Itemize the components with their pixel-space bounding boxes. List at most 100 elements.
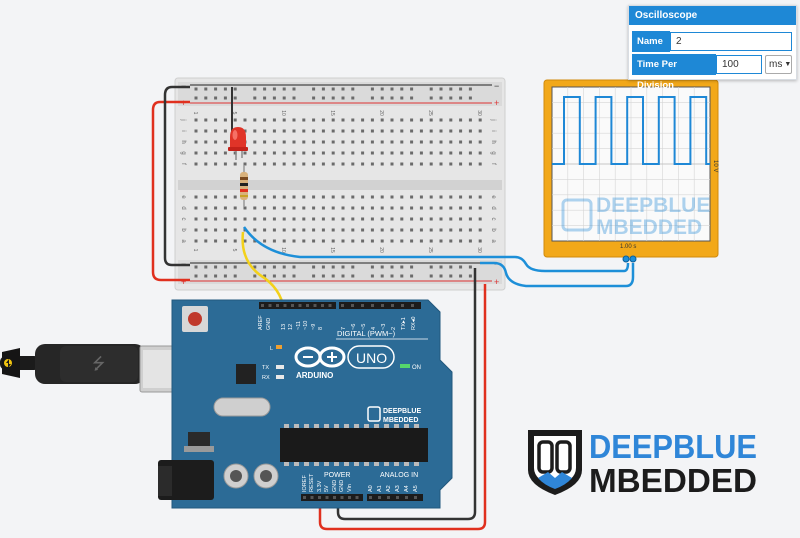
- pin-label: 3.3V: [317, 480, 323, 492]
- row-label: a: [180, 239, 186, 243]
- wire-black-gnd[interactable]: [336, 268, 477, 521]
- column-label: 30: [476, 247, 482, 253]
- pin-label: 2: [391, 327, 397, 330]
- arduino-infinity-icon: [294, 346, 346, 368]
- osc-terminal-negative[interactable]: [629, 255, 637, 263]
- pin-label: ~11: [296, 321, 302, 330]
- column-label: 25: [427, 110, 433, 116]
- time-per-division-label: Time Per Division: [632, 54, 716, 91]
- pin-label: 4: [371, 327, 377, 330]
- pin-label: RESET: [309, 473, 315, 492]
- pin-label: GND: [339, 480, 345, 492]
- column-label: 1: [192, 249, 198, 252]
- row-label: j: [180, 118, 186, 120]
- row-label: j: [490, 118, 496, 120]
- column-label: 20: [378, 110, 384, 116]
- tx-led-label: TX: [262, 365, 269, 371]
- red-led[interactable]: [228, 127, 248, 160]
- pin-label: 5V: [324, 485, 330, 492]
- column-label: 5: [231, 249, 237, 252]
- rail-plus-bottom: +: [181, 277, 186, 287]
- row-label: e: [490, 195, 496, 199]
- uno-label: UNO: [356, 350, 387, 366]
- wires[interactable]: [151, 85, 635, 531]
- analog-header[interactable]: [367, 494, 423, 501]
- rail-minus-top-right: −: [494, 81, 499, 91]
- name-row: Name 2: [632, 31, 792, 52]
- pin-label: TX▸1: [401, 317, 407, 330]
- rail-plus-top-right: +: [494, 98, 499, 108]
- row-label: b: [180, 228, 186, 232]
- row-label: h: [180, 140, 186, 143]
- row-label: g: [490, 151, 496, 154]
- osc-watermark-top: DEEPBLUE: [596, 194, 710, 217]
- time-unit-select[interactable]: ms ▼: [765, 55, 792, 74]
- analog-label: ANALOG IN: [380, 472, 418, 479]
- pin-label: RX◂0: [411, 317, 417, 330]
- digital-header-right[interactable]: [339, 302, 421, 309]
- pin-label: AREF: [258, 315, 264, 330]
- pin-label: IOREF: [302, 475, 308, 492]
- oscilloscope-grid: [552, 87, 710, 241]
- name-input[interactable]: 2: [670, 32, 792, 51]
- wire-blue-probe[interactable]: [242, 226, 630, 273]
- osc-time-label: 1.00 s: [620, 244, 636, 250]
- time-per-division-input[interactable]: 100: [716, 55, 762, 74]
- rail-plus-bottom-right: +: [494, 277, 499, 287]
- column-label: 25: [427, 247, 433, 253]
- pin-label: GND: [332, 480, 338, 492]
- row-label: h: [490, 140, 496, 143]
- oscilloscope-properties-panel[interactable]: Oscilloscope Name 2 Time Per Division 10…: [628, 5, 797, 91]
- pin-label: A1: [377, 485, 383, 492]
- pin-label: 12: [288, 324, 294, 330]
- pin-label: Vin: [347, 484, 353, 492]
- breadboard-holes: [194, 87, 482, 278]
- resistor[interactable]: [240, 165, 248, 207]
- osc-watermark-bottom: MBEDDED: [596, 216, 702, 239]
- osc-voltage-label: 10 V: [712, 160, 718, 172]
- column-label: 5: [231, 112, 237, 115]
- wire-yellow-signal[interactable]: [241, 231, 286, 311]
- pin-label: A0: [368, 485, 374, 492]
- row-label: g: [180, 151, 186, 154]
- row-label: b: [490, 228, 496, 232]
- row-label: i: [180, 130, 186, 131]
- row-label: f: [490, 163, 496, 165]
- digital-header-left[interactable]: [259, 302, 336, 309]
- arduino-logo-text: ARDUINO: [296, 371, 333, 380]
- wire-red-left[interactable]: [151, 100, 190, 282]
- l-led: [276, 345, 282, 349]
- osc-terminal-positive[interactable]: [622, 255, 630, 263]
- rx-led-label: RX: [262, 375, 270, 381]
- row-label: d: [490, 206, 496, 209]
- wire-blue-ground[interactable]: [480, 261, 635, 288]
- atmega-chip: [280, 428, 428, 462]
- wire-red-5v[interactable]: [318, 284, 487, 531]
- on-label: ON: [412, 365, 421, 371]
- wire-black-left[interactable]: [163, 85, 190, 267]
- column-label: 15: [329, 110, 335, 116]
- pin-label: ~10: [303, 321, 309, 330]
- oscilloscope[interactable]: DEEPBLUE MBEDDED 10 V 1.00 s: [543, 79, 719, 263]
- pin-label: A2: [386, 485, 392, 492]
- row-label: d: [180, 206, 186, 209]
- pin-label: ~5: [361, 324, 367, 330]
- rx-led: [276, 375, 284, 379]
- column-label: 10: [280, 247, 286, 253]
- digital-label: DIGITAL (PWM~): [337, 329, 396, 338]
- pin-label: 7: [341, 327, 347, 330]
- usb-symbol-icon: ⭍: [92, 355, 105, 373]
- deepblue-mbedded-logo: DEEPBLUE MBEDDED: [528, 428, 757, 499]
- osc-watermark-logo: [561, 198, 593, 232]
- column-label: 20: [378, 247, 384, 253]
- row-label: c: [180, 218, 186, 221]
- brand-line2: MBEDDED: [589, 462, 757, 499]
- power-header[interactable]: [301, 494, 363, 501]
- pin-label: A4: [404, 485, 410, 492]
